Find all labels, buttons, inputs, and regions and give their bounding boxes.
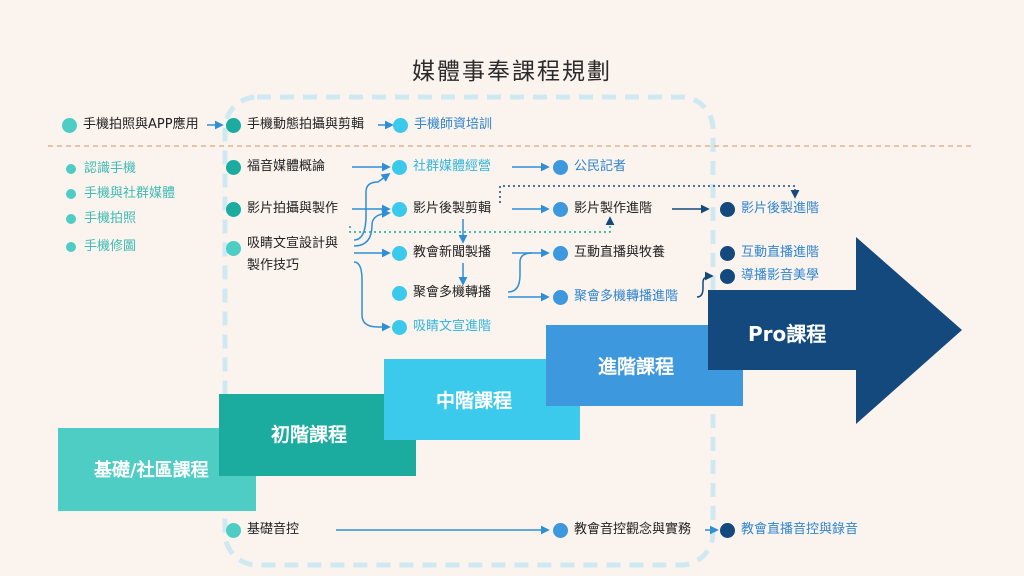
basics-item-1: 認識手機 [66,161,136,177]
stair-label-basic: 基礎/社區課程 [94,460,209,481]
node-live-audio-recording: 教會直播音控與錄音 [720,522,858,538]
bullet-icon [553,522,568,538]
basics-item-3: 手機拍照 [66,211,136,227]
bullet-icon [392,319,407,335]
stair-pro-arrow [708,237,962,424]
node-church-audio-practice: 教會音控觀念與實務 [553,522,691,538]
node-label: 影片後製進階 [741,201,820,216]
bullet-icon [720,201,735,217]
node-label: 基礎音控 [247,522,300,537]
bullet-icon [226,241,241,256]
bullet-icon [66,164,76,174]
bullet-icon [392,245,407,261]
bullet-icon [720,522,735,538]
node-video-post-editing: 影片後製剪輯 [392,201,491,217]
node-live-interaction-pastoral: 互動直播與牧養 [553,245,665,261]
node-eye-catching-design: 吸睛文宣設計與 製作技巧 [226,233,338,277]
arrow-b3-i1 [353,172,391,241]
node-video-shoot-production: 影片拍攝與製作 [226,201,338,217]
basics-label: 手機與社群媒體 [84,186,176,201]
arrow-b3-i2 [353,208,391,247]
node-label: 教會音控觀念與實務 [574,522,692,537]
node-label: 影片後製剪輯 [413,201,492,216]
basics-label: 認識手機 [84,161,137,176]
node-post-production-advanced: 影片後製進階 [720,201,819,217]
stair-beginner [219,394,416,476]
node-label: 聚會多機轉播進階 [574,289,679,304]
node-label: 影片拍攝與製作 [247,201,339,216]
bullet-icon [553,245,568,261]
stairs [58,237,962,511]
node-audio-basics: 基礎音控 [226,522,299,538]
bullet-icon [720,245,735,261]
basics-item-2: 手機與社群媒體 [66,186,175,202]
node-live-interaction-advanced: 互動直播進階 [720,245,819,261]
node-phone-video-editing: 手機動態拍攝與剪輯 [226,117,364,133]
node-multicam-advanced: 聚會多機轉播進階 [553,289,678,305]
node-label: 手機動態拍攝與剪輯 [247,117,365,132]
arrow-a4-p3 [696,271,714,298]
node-multicam-broadcast: 聚會多機轉播 [392,285,491,301]
bullet-icon [392,285,407,301]
page-title: 媒體事奉課程規劃 [412,59,612,85]
node-label: 手機師資培訓 [414,117,493,132]
bullet-icon [392,201,407,217]
bullet-icon [226,117,241,133]
stair-label-advanced: 進階課程 [598,356,675,378]
node-video-production-advanced: 影片製作進階 [553,201,652,217]
node-label: 教會新聞製播 [413,245,492,260]
node-label: 公民記者 [574,159,627,174]
bullet-icon [553,159,568,175]
bullet-icon [226,522,241,538]
node-label: 社群媒體經營 [413,159,492,174]
bullet-icon [553,201,568,217]
bullet-icon [66,189,76,199]
node-phone-photo-app: 手機拍照與APP應用 [62,117,199,133]
stair-label-intermediate: 中階課程 [436,390,513,412]
dotted-arrow-b2-a2 [349,216,615,233]
node-label: 導播影音美學 [741,268,820,283]
bullet-icon [226,201,241,217]
bullet-icon [393,117,408,133]
node-phone-trainer: 手機師資培訓 [393,117,492,133]
bullet-icon [720,268,735,284]
node-label-line1: 吸睛文宣設計與 [247,236,339,251]
arrow-i4-a3 [507,252,533,293]
node-label: 影片製作進階 [574,201,653,216]
node-eye-catching-advanced: 吸睛文宣進階 [392,319,491,335]
basics-label: 手機拍照 [84,211,137,226]
bullet-icon [553,289,568,305]
node-label: 吸睛文宣進階 [413,319,492,334]
bullet-icon [66,214,76,224]
node-citizen-journalist: 公民記者 [553,159,626,175]
node-directing-aesthetics: 導播影音美學 [720,268,819,284]
basics-item-4: 手機修圖 [66,239,136,255]
stair-label-beginner: 初階課程 [271,424,348,446]
node-church-news: 教會新聞製播 [392,245,491,261]
node-label: 互動直播進階 [741,245,820,260]
stair-label-pro: Pro課程 [748,322,827,346]
bullet-icon [66,242,76,252]
bullet-icon [62,117,77,133]
bullet-icon [226,159,241,175]
node-gospel-media-intro: 福音媒體概論 [226,159,325,175]
node-label-line2: 製作技巧 [247,258,300,273]
bullet-icon [392,159,407,175]
node-social-media-ops: 社群媒體經營 [392,159,491,175]
node-label: 互動直播與牧養 [574,245,666,260]
node-label: 教會直播音控與錄音 [741,522,859,537]
node-label: 福音媒體概論 [247,159,326,174]
node-label: 手機拍照與APP應用 [83,117,199,132]
node-label: 聚會多機轉播 [413,285,492,300]
basics-label: 手機修圖 [84,239,137,254]
arrow-b3-i5 [353,261,391,332]
